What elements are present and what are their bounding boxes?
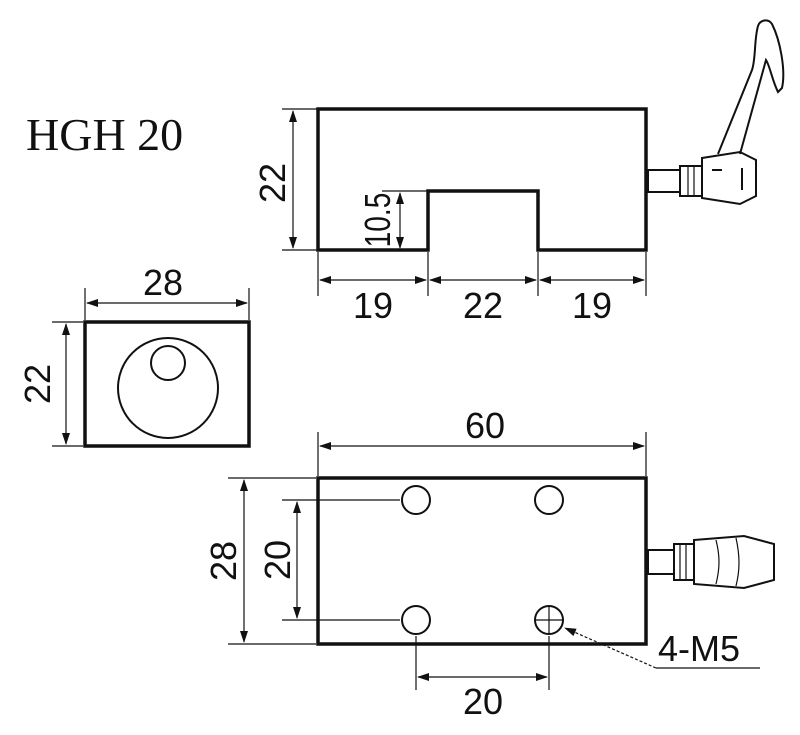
side-height-label: 22 xyxy=(252,163,293,203)
side-view: 22 10.5 19 22 19 xyxy=(252,19,785,326)
bottom-left-label: 19 xyxy=(353,285,393,326)
bottom-right-label: 19 xyxy=(572,285,612,326)
top-length-label: 60 xyxy=(465,405,505,446)
end-view-outline xyxy=(83,320,251,448)
top-width-label: 28 xyxy=(203,541,244,581)
bottom-mid-label: 22 xyxy=(463,285,503,326)
small-bore xyxy=(150,345,186,381)
end-width-label: 28 xyxy=(143,262,183,303)
large-bore xyxy=(117,337,219,439)
drawing-title: HGH 20 xyxy=(26,109,184,160)
top-view: 60 28 20 20 4-M5 xyxy=(203,405,775,722)
side-view-outline xyxy=(316,107,648,252)
mount-hole xyxy=(401,485,431,515)
end-height-label: 22 xyxy=(17,364,58,404)
mount-hole xyxy=(401,605,431,635)
mount-hole xyxy=(534,485,564,515)
clamp-lever xyxy=(647,19,785,206)
hole-spacing-y-label: 20 xyxy=(257,540,298,580)
slot-depth-label: 10.5 xyxy=(358,193,398,248)
hole-callout-label: 4-M5 xyxy=(658,628,740,669)
clamp-lever-end xyxy=(647,534,775,590)
top-view-outline xyxy=(316,476,648,646)
end-view: 28 22 xyxy=(17,262,251,448)
hole-spacing-x-label: 20 xyxy=(463,681,503,722)
